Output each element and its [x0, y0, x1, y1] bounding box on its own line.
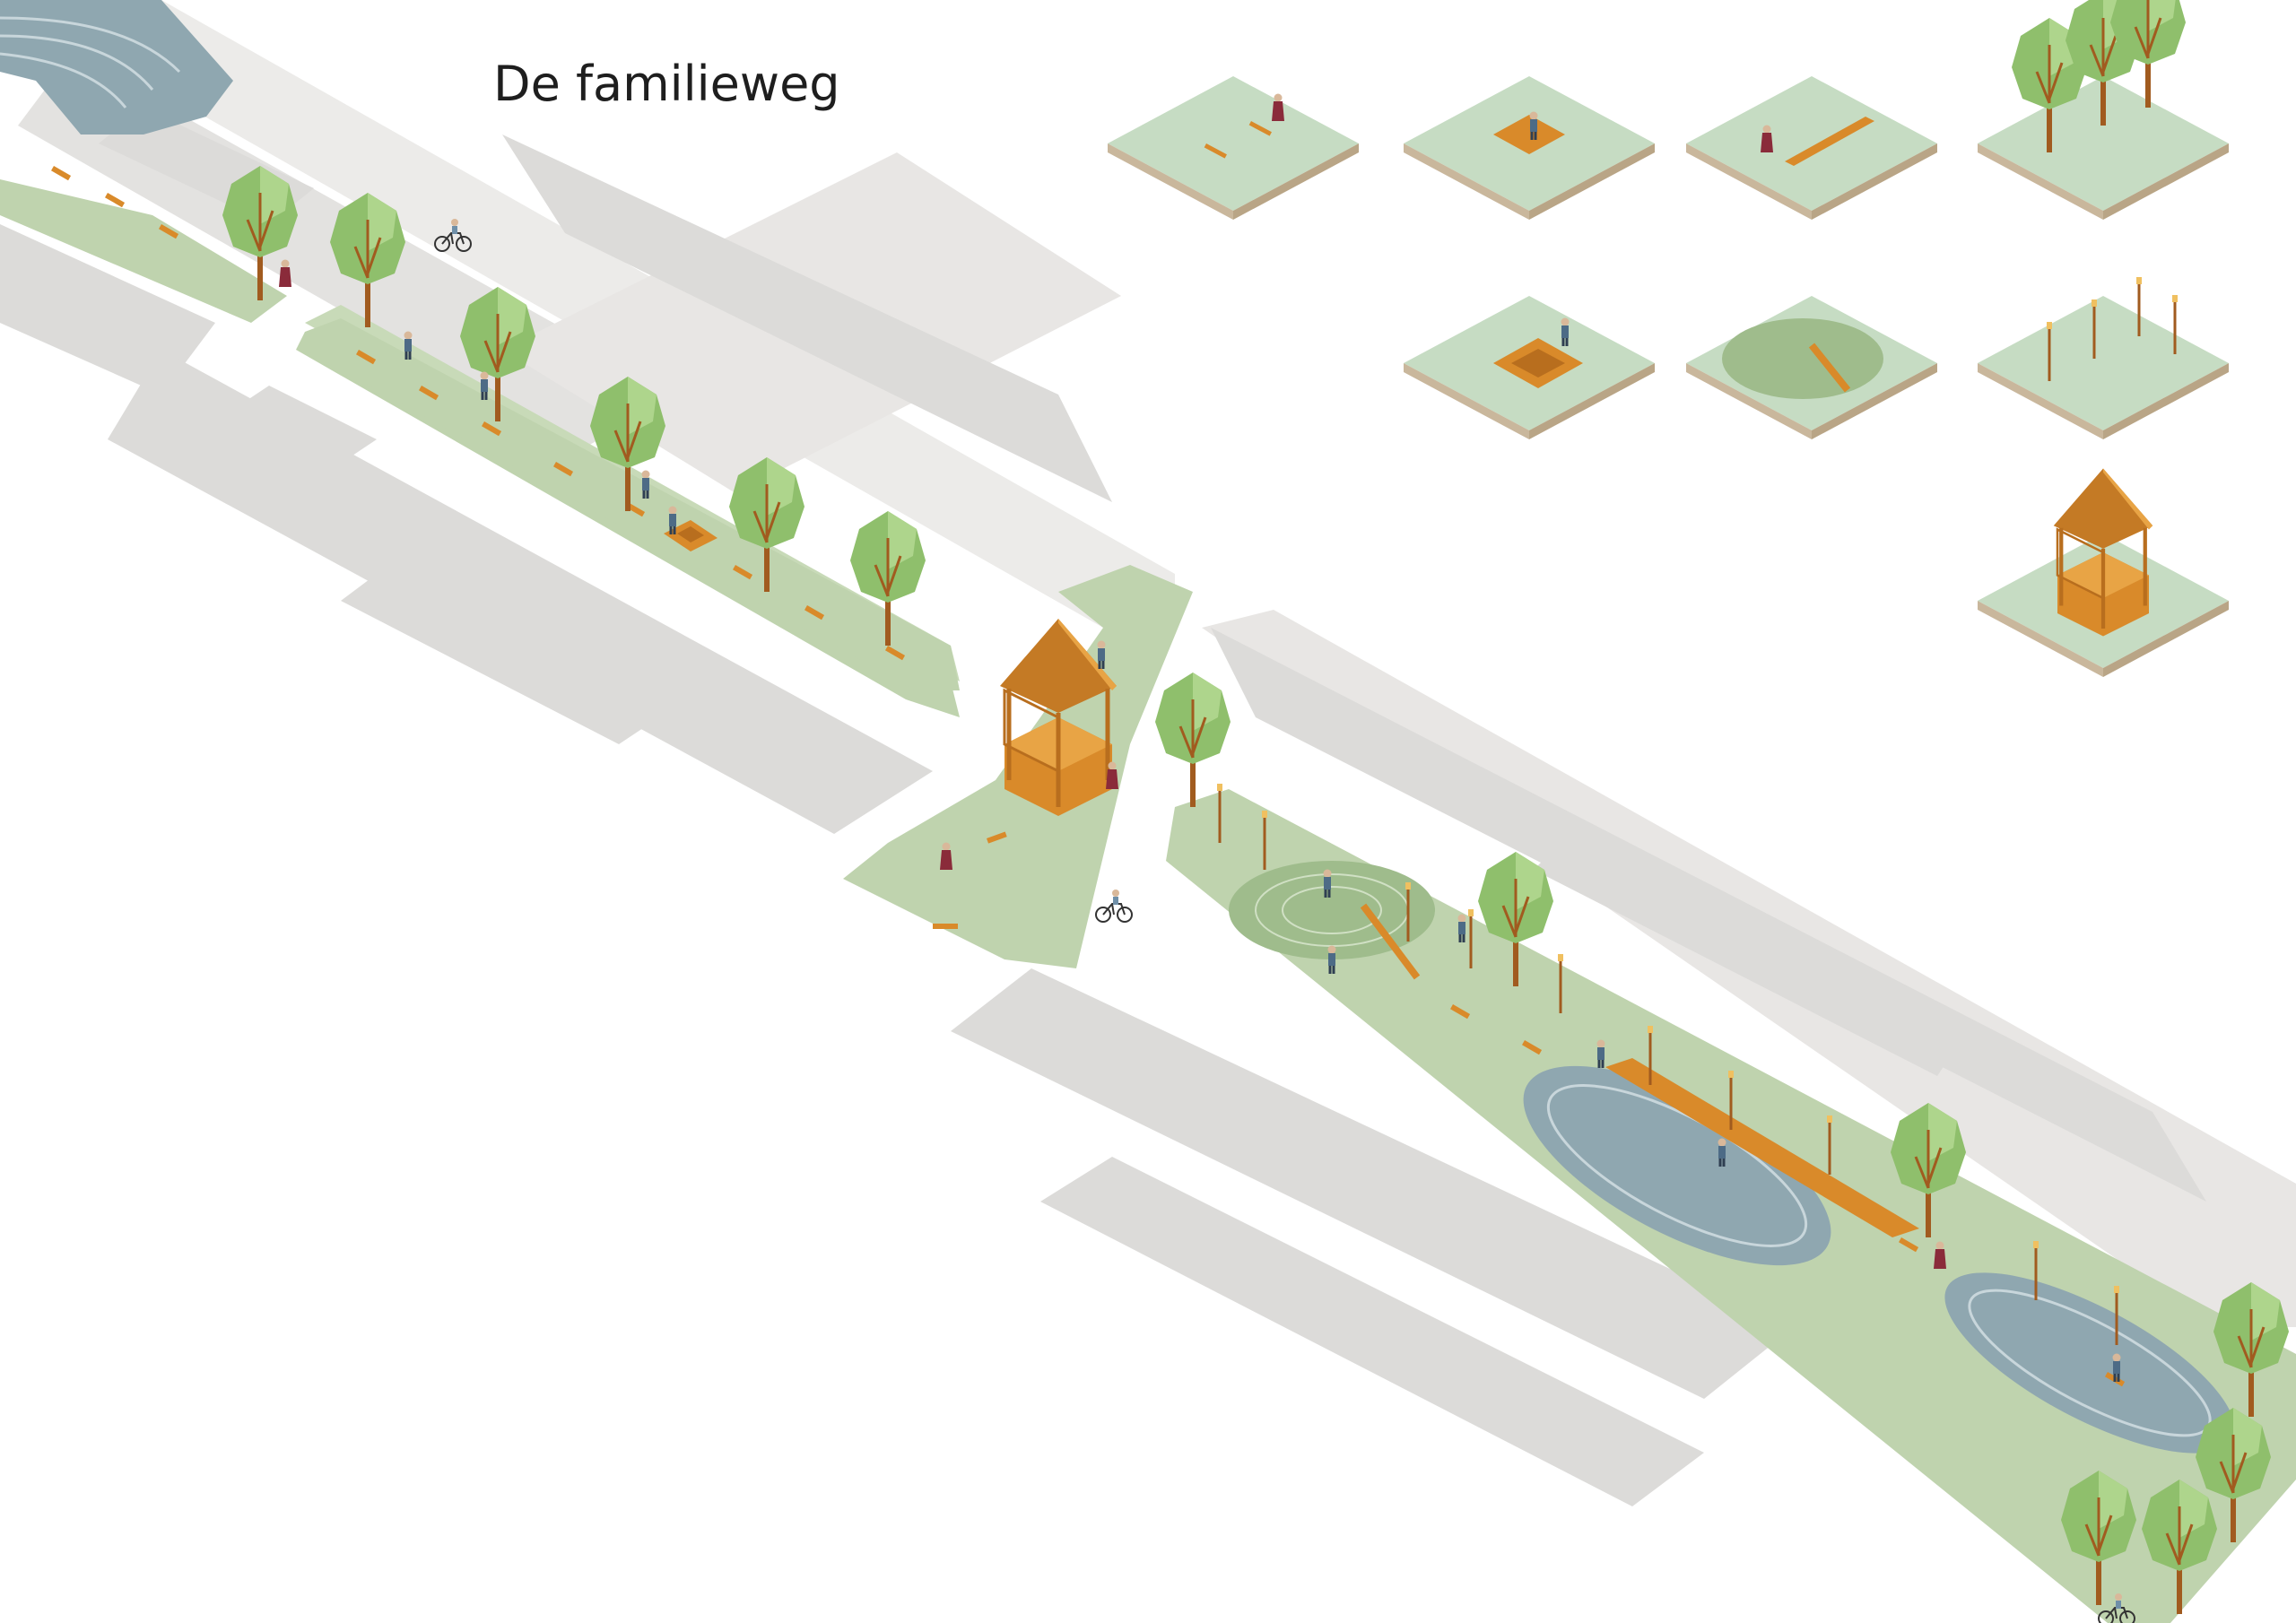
- module-tile-mound-slide: [1686, 296, 1937, 439]
- module-tile-trees: [1978, 0, 2229, 220]
- water-track-topleft: [0, 0, 233, 135]
- module-tile-lamp-posts: [1978, 275, 2229, 439]
- module-tile-long-table: [1686, 76, 1937, 220]
- module-tile-chess-board: [1404, 296, 1655, 439]
- module-tile-benches: [1108, 76, 1359, 220]
- module-tile-stage: [1404, 76, 1655, 220]
- building-blocks: [0, 108, 2206, 1506]
- track-ellipse-1: [1523, 1058, 1919, 1266]
- green-median-1: [305, 318, 960, 690]
- chess-board: [664, 520, 718, 551]
- module-tile-pavilion: [1978, 469, 2229, 677]
- page-title: De familieweg: [493, 56, 840, 112]
